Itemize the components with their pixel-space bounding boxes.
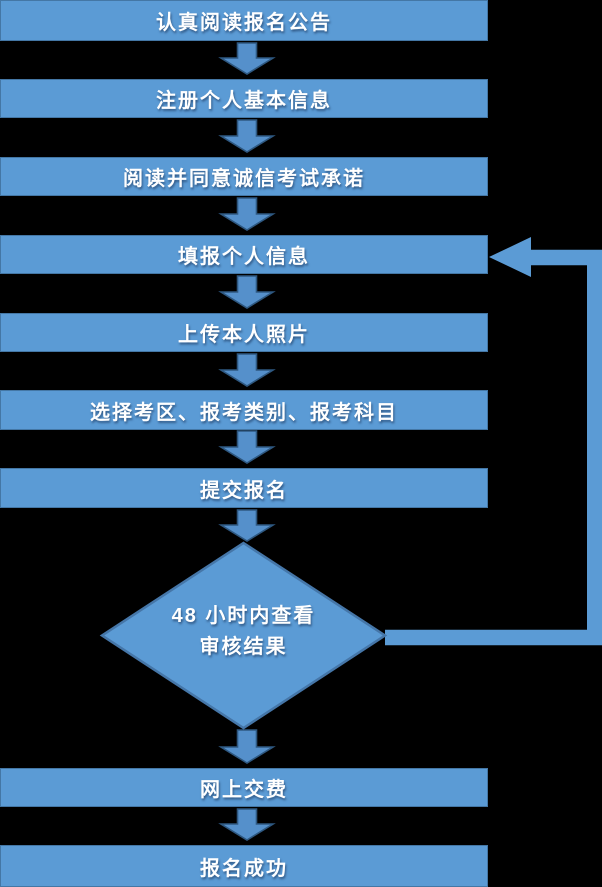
down-arrow-icon <box>218 197 276 231</box>
flow-step-label: 认真阅读报名公告 <box>156 12 332 34</box>
flow-step-select-area-category-subject: 选择考区、报考类别、报考科目 <box>0 390 488 430</box>
loopback-connector-line <box>385 249 602 646</box>
down-arrow-icon <box>218 275 276 309</box>
decision-label: 48 小时内查看 审核结果 <box>102 601 385 663</box>
flow-step-label: 网上交费 <box>200 779 288 801</box>
down-arrow-icon <box>218 509 276 542</box>
down-arrow-icon <box>218 353 276 387</box>
flow-step-pay-online: 网上交费 <box>0 768 488 807</box>
down-arrow-icon <box>218 42 276 75</box>
flow-step-upload-photo: 上传本人照片 <box>0 313 488 352</box>
flow-step-label: 阅读并同意诚信考试承诺 <box>123 168 365 190</box>
flow-step-label: 注册个人基本信息 <box>156 90 332 112</box>
flow-step-submit-registration: 提交报名 <box>0 468 488 508</box>
flow-step-label: 提交报名 <box>200 479 288 502</box>
flow-step-read-announcement: 认真阅读报名公告 <box>0 0 488 41</box>
flow-step-label: 填报个人信息 <box>178 246 310 268</box>
decision-diamond <box>99 541 388 730</box>
flow-step-label: 报名成功 <box>200 857 288 880</box>
down-arrow-icon <box>218 808 276 841</box>
loopback-arrowhead-icon <box>489 237 531 277</box>
flow-step-register-basic-info: 注册个人基本信息 <box>0 79 488 118</box>
decision-label-line2: 审核结果 <box>199 636 288 658</box>
down-arrow-icon <box>218 729 276 764</box>
down-arrow-icon <box>218 119 276 153</box>
down-arrow-icon <box>218 430 276 464</box>
decision-label-line1: 48 小时内查看 <box>171 605 316 627</box>
flow-step-label: 选择考区、报考类别、报考科目 <box>90 401 398 424</box>
flow-step-agree-integrity-pledge: 阅读并同意诚信考试承诺 <box>0 157 488 196</box>
flow-step-registration-success: 报名成功 <box>0 845 488 887</box>
flow-step-label: 上传本人照片 <box>178 324 310 346</box>
flow-step-fill-personal-info: 填报个人信息 <box>0 235 488 274</box>
